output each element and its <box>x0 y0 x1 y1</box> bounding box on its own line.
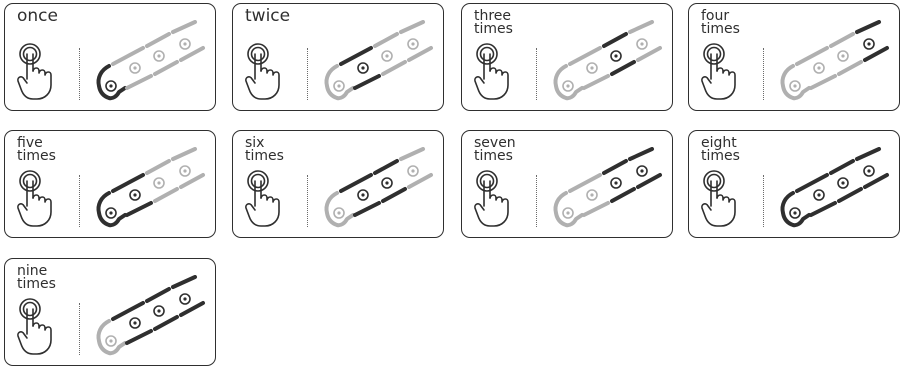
finger-press-hand-icon <box>472 41 516 107</box>
mode-card: seven times <box>461 130 673 238</box>
mode-label: nine times <box>17 265 56 291</box>
mode-card: twice <box>232 3 444 111</box>
mode-label: twice <box>245 10 290 23</box>
dotted-divider <box>79 303 80 355</box>
leg-cuff-icon <box>546 20 664 108</box>
dotted-divider <box>307 175 308 227</box>
mode-card: nine times <box>4 258 216 366</box>
leg-cuff-icon <box>546 147 664 235</box>
mode-label: four times <box>701 10 740 36</box>
finger-press-hand-icon <box>472 168 516 234</box>
dotted-divider <box>79 48 80 100</box>
mode-card: five times <box>4 130 216 238</box>
dotted-divider <box>536 48 537 100</box>
leg-cuff-icon <box>773 147 891 235</box>
mode-label: six times <box>245 137 284 163</box>
mode-label: three times <box>474 10 513 36</box>
leg-cuff-icon <box>89 20 207 108</box>
dotted-divider <box>79 175 80 227</box>
mode-card: six times <box>232 130 444 238</box>
dotted-divider <box>763 48 764 100</box>
finger-press-hand-icon <box>243 168 287 234</box>
finger-press-hand-icon <box>699 168 743 234</box>
mode-label: once <box>17 10 58 23</box>
mode-card: three times <box>461 3 673 111</box>
leg-cuff-icon <box>317 20 435 108</box>
leg-cuff-icon <box>89 275 207 363</box>
mode-card: once <box>4 3 216 111</box>
finger-press-hand-icon <box>15 296 59 362</box>
mode-card: four times <box>688 3 900 111</box>
mode-label: five times <box>17 137 56 163</box>
dotted-divider <box>763 175 764 227</box>
finger-press-hand-icon <box>15 168 59 234</box>
leg-cuff-icon <box>89 147 207 235</box>
mode-label: seven times <box>474 137 516 163</box>
finger-press-hand-icon <box>15 41 59 107</box>
leg-cuff-icon <box>773 20 891 108</box>
mode-label: eight times <box>701 137 740 163</box>
mode-card: eight times <box>688 130 900 238</box>
dotted-divider <box>307 48 308 100</box>
leg-cuff-icon <box>317 147 435 235</box>
finger-press-hand-icon <box>243 41 287 107</box>
finger-press-hand-icon <box>699 41 743 107</box>
dotted-divider <box>536 175 537 227</box>
